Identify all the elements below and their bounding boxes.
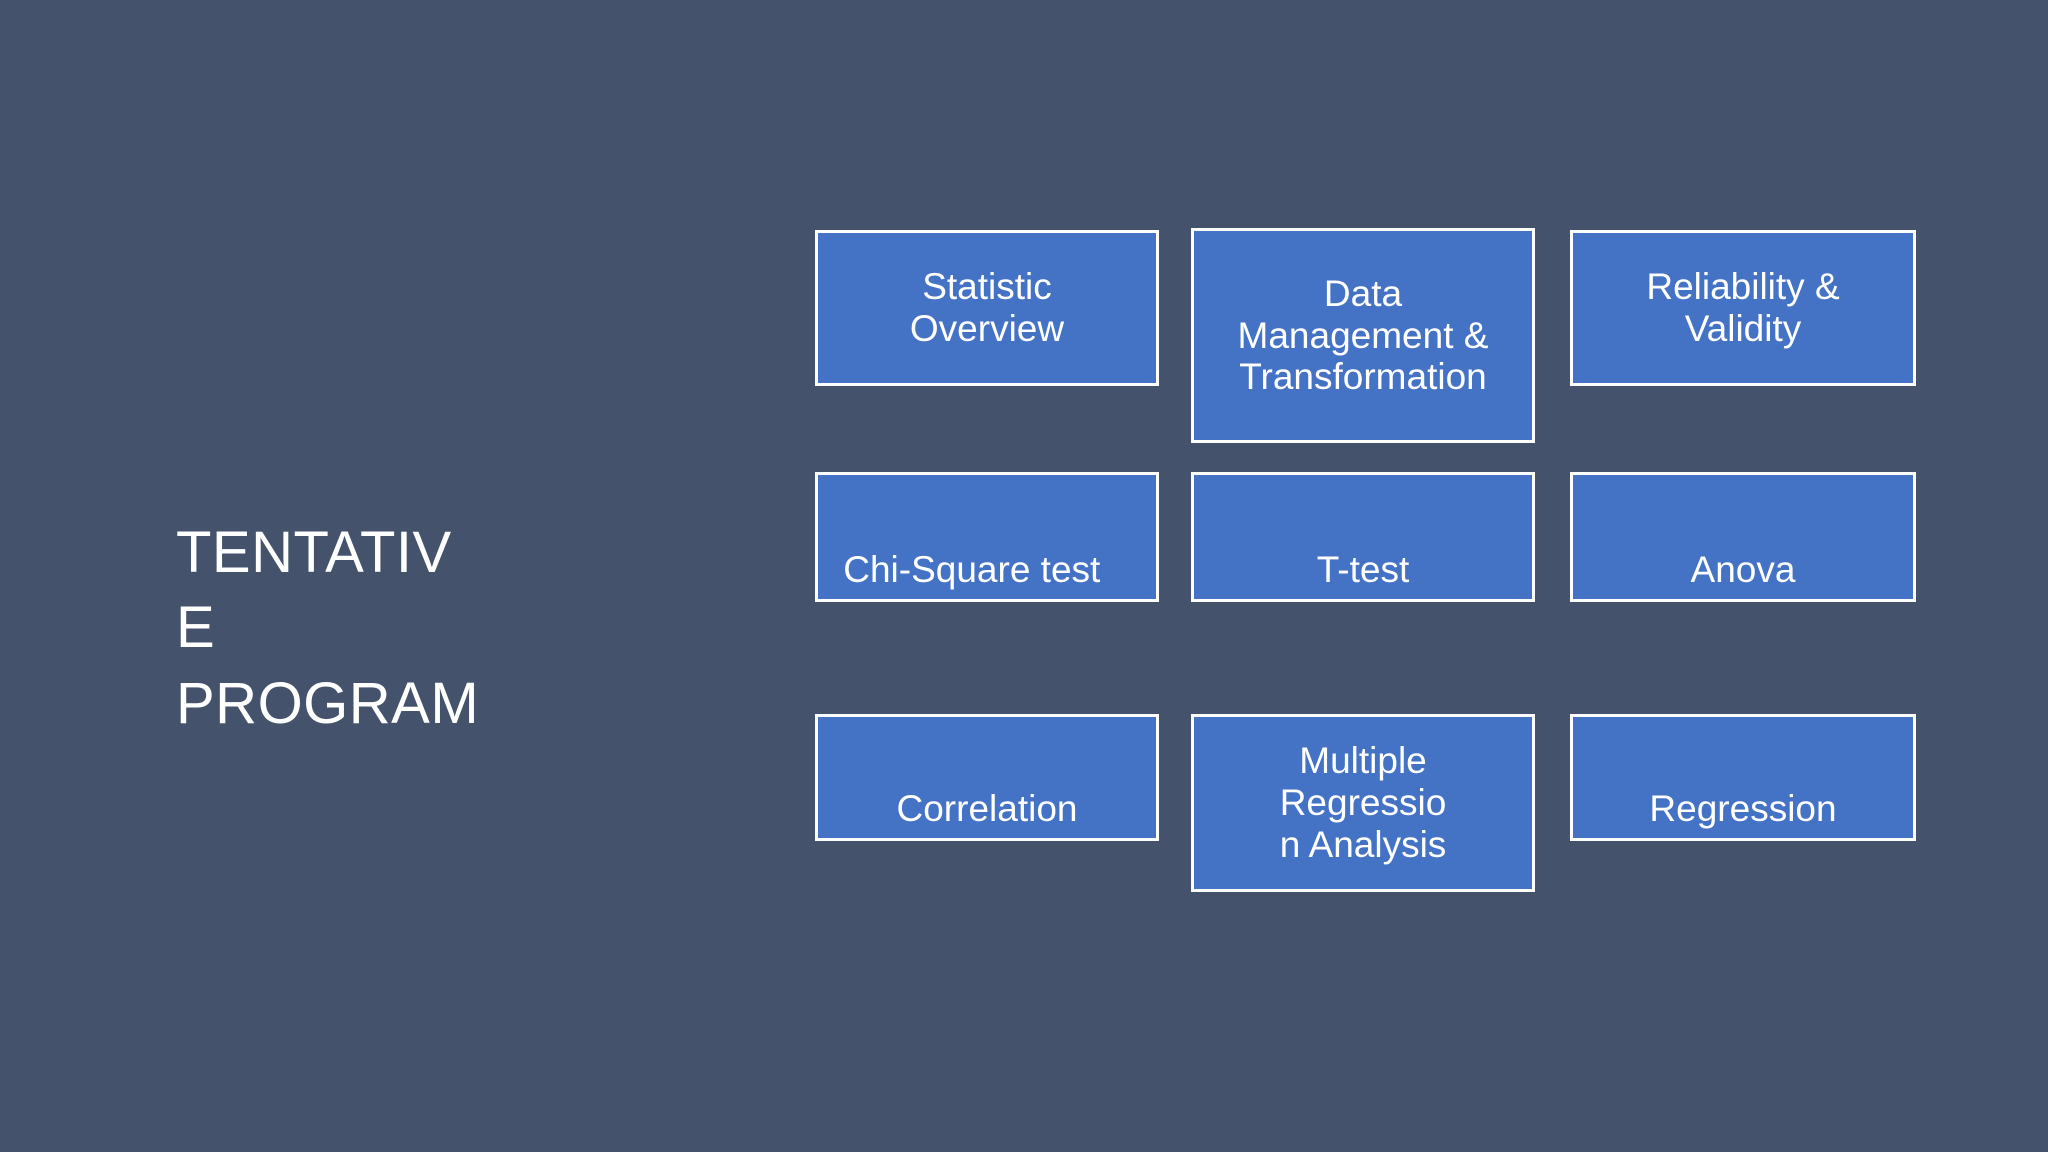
topic-box-label: Data Management & Transformation bbox=[1237, 272, 1489, 398]
topic-box-label: Chi-Square test bbox=[843, 549, 1101, 591]
topic-box-label: Correlation bbox=[896, 788, 1078, 830]
topic-box-statistic-overview[interactable]: Statistic Overview bbox=[815, 230, 1159, 386]
topic-box-label: Multiple Regressio n Analysis bbox=[1279, 740, 1447, 865]
topic-box-label: Reliability & Validity bbox=[1646, 266, 1840, 349]
topic-box-regression[interactable]: Regression bbox=[1570, 714, 1916, 841]
topic-box-label: T-test bbox=[1316, 549, 1410, 591]
topic-box-chi-square-test[interactable]: Chi-Square test bbox=[815, 472, 1159, 602]
topic-box-data-management-transformation[interactable]: Data Management & Transformation bbox=[1191, 228, 1535, 443]
topic-box-multiple-regression-analysis[interactable]: Multiple Regressio n Analysis bbox=[1191, 714, 1535, 892]
topic-box-label: Statistic Overview bbox=[909, 266, 1065, 349]
topic-box-label: Anova bbox=[1690, 549, 1796, 591]
topic-box-reliability-validity[interactable]: Reliability & Validity bbox=[1570, 230, 1916, 386]
topic-box-label: Regression bbox=[1649, 788, 1837, 830]
topic-box-t-test[interactable]: T-test bbox=[1191, 472, 1535, 602]
topic-box-anova[interactable]: Anova bbox=[1570, 472, 1916, 602]
topic-box-correlation[interactable]: Correlation bbox=[815, 714, 1159, 841]
page-title: TENTATIV E PROGRAM bbox=[176, 520, 480, 736]
